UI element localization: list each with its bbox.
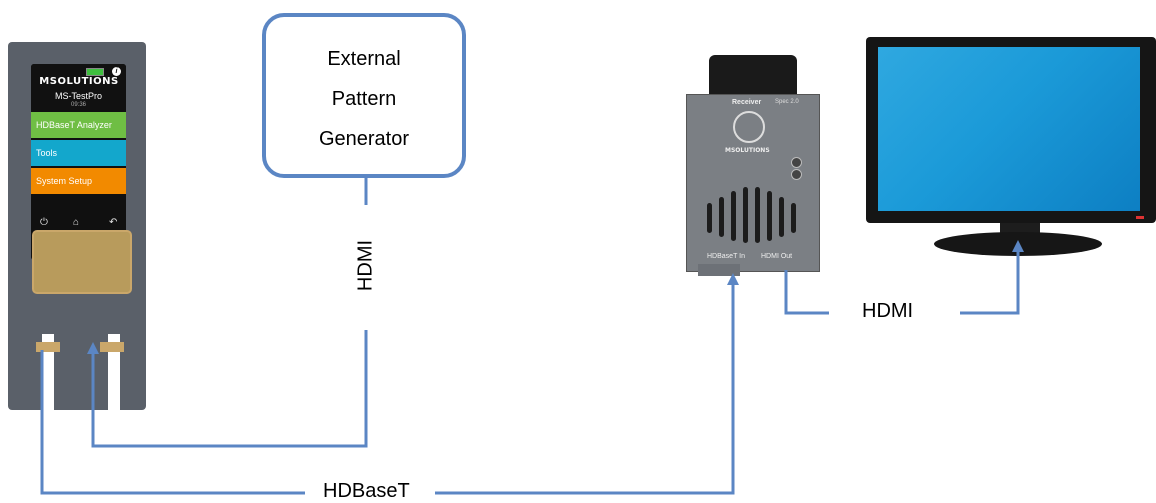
- receiver-spec: Spec 2.0: [775, 99, 799, 105]
- port-label-hdbaset-in: HDBaseT In: [707, 253, 745, 260]
- external-pattern-generator-box: External Pattern Generator: [262, 13, 466, 178]
- receiver-device: Receiver Spec 2.0 MSOLUTIONS HDBaseT In …: [686, 94, 820, 272]
- power-led-icon: [1136, 216, 1144, 219]
- tester-port-left: [36, 342, 60, 352]
- vent-slot: [731, 191, 736, 241]
- status-led-icon: [791, 157, 802, 168]
- hdbaset-label: HDBaseT: [323, 480, 410, 503]
- home-icon[interactable]: ⌂: [73, 217, 80, 228]
- tester-contact-pad: [32, 230, 132, 294]
- receiver-connector-block: [709, 55, 797, 100]
- hdmi-cable-receiver-out: [784, 270, 829, 315]
- monitor: [866, 37, 1156, 223]
- hdmi-cable-to-monitor: [960, 240, 1024, 315]
- tester-screen: i MSOLUTIONS MS-TestPro 09:36 HDBaseT An…: [31, 64, 126, 260]
- hdbaset-cable-right: [435, 273, 739, 495]
- hdmi-vertical-label-container: HDMI: [352, 210, 380, 325]
- ms-testpro-device: i MSOLUTIONS MS-TestPro 09:36 HDBaseT An…: [8, 42, 146, 410]
- receiver-brand: MSOLUTIONS: [725, 147, 770, 154]
- tester-slot-right: [108, 334, 120, 410]
- port-label-hdmi-out: HDMI Out: [761, 253, 793, 260]
- info-icon: i: [112, 67, 121, 76]
- vent-slot: [755, 187, 760, 243]
- vent-slot: [707, 203, 712, 233]
- screen-logo: MSOLUTIONS: [39, 76, 119, 87]
- tester-slot-left: [42, 334, 54, 410]
- back-icon[interactable]: ↶: [109, 217, 118, 228]
- generator-line-3: Generator: [318, 128, 410, 150]
- screen-model: MS-TestPro: [54, 91, 102, 101]
- menu-hdbaset-analyzer[interactable]: HDBaseT Analyzer: [31, 112, 126, 138]
- receiver-emblem-icon: [733, 111, 765, 143]
- tester-port-right: [100, 342, 124, 352]
- vent-slot: [719, 197, 724, 237]
- hdmi-cable-to-tester: [87, 330, 368, 448]
- battery-icon: [86, 68, 104, 76]
- hdmi-vertical-label: HDMI: [354, 239, 377, 292]
- vent-slot: [791, 203, 796, 233]
- menu-system-setup[interactable]: System Setup: [31, 168, 126, 194]
- generator-line-1: External: [327, 48, 401, 70]
- vent-slot: [767, 191, 772, 241]
- screen-time: 09:36: [70, 102, 86, 108]
- hdbaset-cable-left: [40, 350, 305, 495]
- vent-slot: [743, 187, 748, 243]
- receiver-title: Receiver: [732, 99, 762, 106]
- menu-tools[interactable]: Tools: [31, 140, 126, 166]
- vent-slot: [779, 197, 784, 237]
- screen-header: i MSOLUTIONS MS-TestPro 09:36: [31, 64, 126, 110]
- generator-line-2: Pattern: [331, 88, 397, 110]
- monitor-screen: [878, 47, 1140, 211]
- power-icon[interactable]: ⏻: [40, 217, 48, 228]
- status-led-icon: [791, 169, 802, 180]
- screen-nav-bar: ⏻ ⌂ ↶: [31, 214, 126, 234]
- hdmi-right-label: HDMI: [862, 300, 914, 323]
